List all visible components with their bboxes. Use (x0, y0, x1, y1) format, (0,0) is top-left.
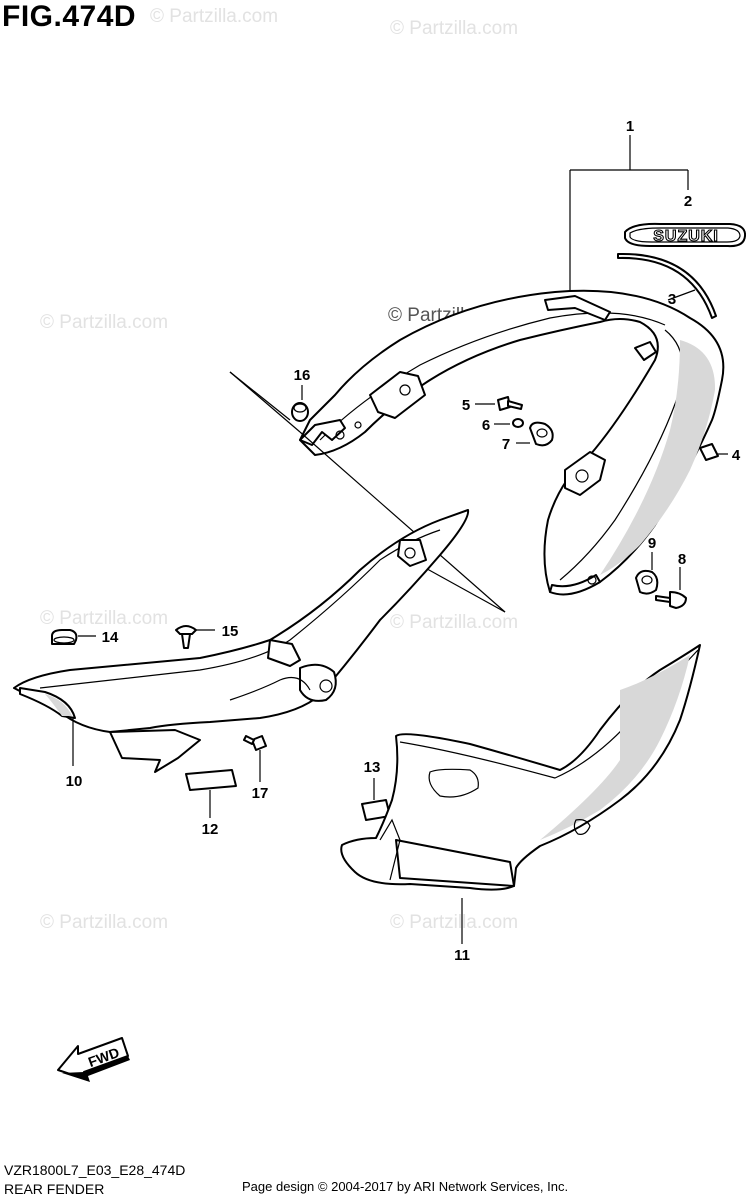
tail-cowl (299, 289, 725, 596)
callout-14: 14 (102, 629, 119, 646)
callout-13: 13 (364, 759, 381, 776)
watermark: © Partzilla.com (40, 912, 169, 933)
watermark: © Partzilla.com (40, 608, 169, 629)
washer-6 (512, 418, 524, 428)
rear-fender (13, 509, 470, 773)
watermark: © Partzilla.com (390, 18, 519, 39)
emblem-text: SUZUKI (653, 228, 719, 245)
fwd-arrow: FWD (57, 1037, 130, 1082)
page-credit: Page design © 2004-2017 by ARI Network S… (242, 1179, 569, 1194)
callout-7: 7 (502, 436, 510, 453)
bolt-8 (655, 591, 687, 609)
model-code: VZR1800L7_E03_E28_474D (4, 1162, 186, 1178)
cushion-9 (635, 569, 659, 595)
watermark: © Partzilla.com (390, 612, 519, 633)
callout-6: 6 (482, 417, 490, 434)
side-cover (340, 644, 701, 891)
callout-16: 16 (294, 367, 311, 384)
callout-1: 1 (626, 118, 634, 135)
callout-9: 9 (648, 535, 656, 552)
watermark: © Partzilla.com (390, 912, 519, 933)
callout-4: 4 (732, 447, 741, 464)
bolt-5 (497, 396, 523, 411)
push-rivet-15 (175, 625, 197, 649)
grommet-14 (51, 629, 78, 645)
grommet-16 (291, 402, 309, 422)
pad-12 (185, 769, 237, 791)
tape-strip (617, 252, 717, 319)
watermark: © Partzilla.com (150, 6, 279, 27)
callout-12: 12 (202, 821, 219, 838)
clip-nut (699, 443, 719, 461)
callout-17: 17 (252, 785, 269, 802)
callout-2: 2 (684, 193, 692, 210)
callout-11: 11 (454, 947, 470, 964)
callout-5: 5 (462, 397, 470, 414)
suzuki-emblem: SUZUKI (624, 222, 746, 248)
cushion-7 (529, 421, 554, 447)
section-name: REAR FENDER (4, 1181, 105, 1197)
figure-title: FIG.474D (2, 0, 137, 33)
callout-15: 15 (222, 623, 239, 640)
callout-10: 10 (66, 773, 83, 790)
watermark: © Partzilla.com (40, 312, 169, 333)
callout-8: 8 (678, 551, 686, 568)
callout-3: 3 (668, 291, 676, 308)
screw-17 (243, 735, 267, 751)
callout-1-bracket (569, 135, 689, 290)
